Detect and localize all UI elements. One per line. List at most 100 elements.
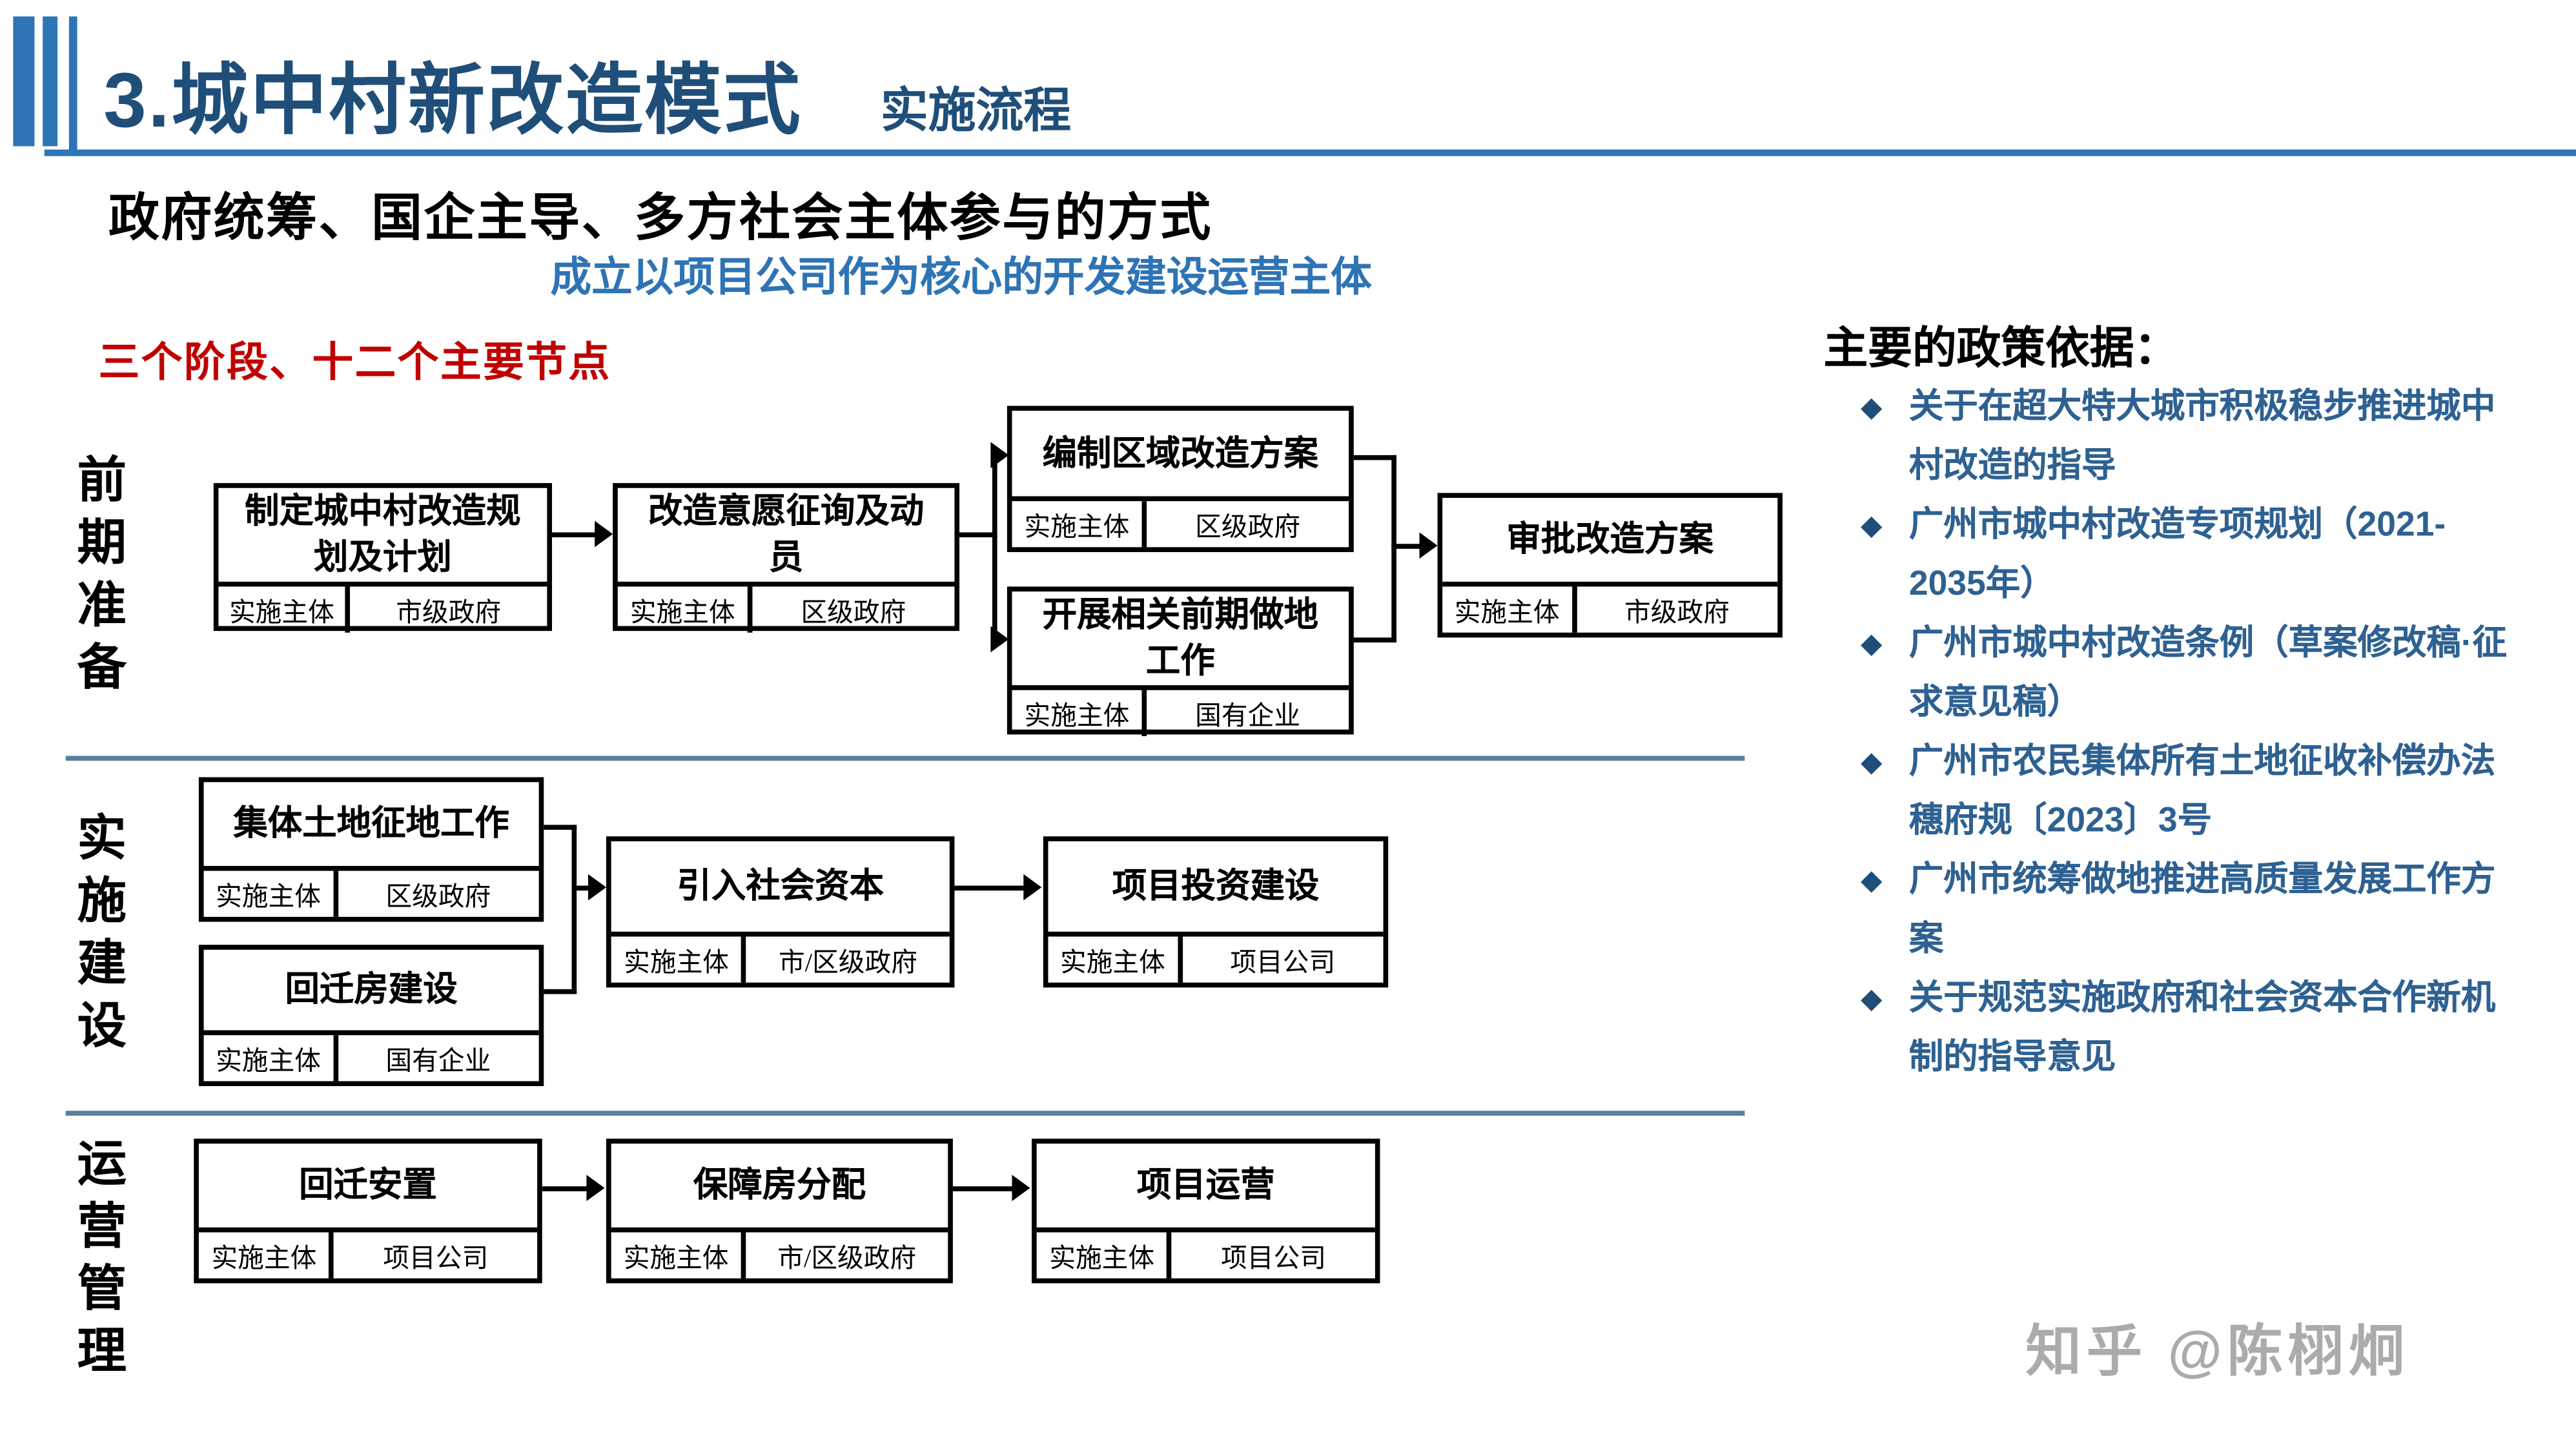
flow-box-plan: 制定城中村改造规划及计划 实施主体 市级政府 bbox=[213, 483, 552, 632]
flow-box-subrow: 实施主体 项目公司 bbox=[1036, 1227, 1375, 1279]
flow-box-resettlement-housing: 回迁房建设 实施主体 国有企业 bbox=[198, 945, 544, 1087]
arrowhead-icon bbox=[595, 520, 613, 548]
page-subtitle: 实施流程 bbox=[880, 85, 1072, 138]
policy-item-text: 广州市城中村改造条例（草案修改稿·征求意见稿） bbox=[1908, 624, 2508, 722]
policy-item-text: 关于规范实施政府和社会资本合作新机制的指导意见 bbox=[1908, 979, 2496, 1076]
policy-item-text: 广州市统筹做地推进高质量发展工作方案 bbox=[1908, 861, 2496, 958]
connector-line bbox=[551, 532, 598, 538]
implementer-label: 实施主体 bbox=[204, 1035, 338, 1082]
intro-subheading: 成立以项目公司作为核心的开发建设运营主体 bbox=[550, 254, 1372, 301]
connector-line bbox=[571, 825, 577, 994]
stage-separator-2 bbox=[65, 1111, 1745, 1116]
arrowhead-icon bbox=[1419, 532, 1438, 559]
connector-line bbox=[992, 453, 997, 642]
stage-separator-1 bbox=[65, 755, 1745, 761]
flow-box-subrow: 实施主体 区级政府 bbox=[203, 866, 539, 917]
flow-box-title: 编制区域改造方案 bbox=[1042, 433, 1319, 473]
flow-box-title: 引入社会资本 bbox=[677, 866, 884, 906]
policy-item: ◆ 关于规范实施政府和社会资本合作新机制的指导意见 bbox=[1860, 969, 2520, 1087]
diamond-bullet-icon: ◆ bbox=[1861, 394, 1882, 422]
implementer-label: 实施主体 bbox=[199, 1232, 334, 1279]
connector-line bbox=[1391, 544, 1422, 549]
arrowhead-icon bbox=[1023, 874, 1042, 901]
flow-box-subrow: 实施主体 市级政府 bbox=[1442, 581, 1778, 633]
policy-item-text: 关于在超大特大城市积极稳步推进城中村改造的指导 bbox=[1908, 387, 2496, 485]
header-underline bbox=[44, 149, 2576, 156]
implementer-label: 实施主体 bbox=[218, 586, 351, 632]
connector-line bbox=[542, 1186, 588, 1191]
stage-label-operation: 运营管理 bbox=[68, 1136, 123, 1387]
connector-line bbox=[1391, 455, 1396, 642]
implementer-value: 国有企业 bbox=[1195, 703, 1301, 731]
implementer-value: 区级政府 bbox=[1195, 514, 1301, 542]
implementer-value: 项目公司 bbox=[1230, 949, 1336, 978]
policy-list: ◆ 关于在超大特大城市积极稳步推进城中村改造的指导 ◆ 广州市城中村改造专项规划（2… bbox=[1860, 378, 2520, 1087]
header-accent-bar-2 bbox=[43, 16, 58, 147]
flow-box-title: 保障房分配 bbox=[693, 1165, 866, 1206]
flow-box-subrow: 实施主体 市级政府 bbox=[218, 581, 547, 632]
policy-item: ◆ 关于在超大特大城市积极稳步推进城中村改造的指导 bbox=[1860, 378, 2520, 496]
connector-line bbox=[544, 825, 577, 830]
connector-line bbox=[952, 1186, 1014, 1191]
flow-box-subrow: 实施主体 国有企业 bbox=[203, 1030, 539, 1082]
header-accent-bar-3 bbox=[68, 16, 77, 156]
flow-box-title: 项目投资建设 bbox=[1112, 866, 1320, 906]
flow-box-title: 项目运营 bbox=[1136, 1165, 1275, 1206]
implementer-label: 实施主体 bbox=[1442, 586, 1577, 633]
diamond-bullet-icon: ◆ bbox=[1861, 749, 1882, 777]
stage-label-construction: 实施建设 bbox=[68, 812, 123, 1062]
implementer-value: 项目公司 bbox=[383, 1245, 489, 1274]
flow-box-title: 集体土地征地工作 bbox=[233, 804, 509, 844]
connector-line bbox=[1353, 637, 1396, 642]
flow-box-subrow: 实施主体 市/区级政府 bbox=[611, 931, 950, 983]
stages-note: 三个阶段、十二个主要节点 bbox=[98, 340, 611, 386]
policy-item-text: 广州市城中村改造专项规划（2021-2035年） bbox=[1908, 506, 2446, 603]
implementer-label: 实施主体 bbox=[1037, 1232, 1172, 1279]
arrowhead-icon bbox=[586, 1175, 605, 1202]
implementer-label: 实施主体 bbox=[204, 870, 338, 917]
flow-box-title: 制定城中村改造规划及计划 bbox=[245, 491, 521, 578]
implementer-value: 市/区级政府 bbox=[779, 949, 917, 978]
implementer-value: 市级政府 bbox=[1624, 599, 1730, 628]
arrowhead-icon bbox=[1012, 1175, 1030, 1202]
flow-box-title: 回迁房建设 bbox=[285, 970, 458, 1010]
policy-item-text: 广州市农民集体所有土地征收补偿办法 穗府规〔2023〕3号 bbox=[1908, 743, 2496, 840]
stage-label-preparation: 前期准备 bbox=[68, 453, 123, 704]
implementer-label: 实施主体 bbox=[611, 936, 747, 983]
flow-box-subrow: 实施主体 项目公司 bbox=[198, 1227, 538, 1279]
flow-box-title: 回迁安置 bbox=[299, 1165, 437, 1206]
implementer-value: 国有企业 bbox=[385, 1048, 491, 1076]
policy-item: ◆ 广州市城中村改造条例（草案修改稿·征求意见稿） bbox=[1860, 615, 2520, 733]
flow-box-title: 改造意愿征询及动员 bbox=[648, 491, 925, 578]
flow-box-relocation: 回迁安置 实施主体 项目公司 bbox=[194, 1138, 542, 1284]
diamond-bullet-icon: ◆ bbox=[1861, 985, 1882, 1014]
policy-panel-title: 主要的政策依据： bbox=[1823, 324, 2179, 373]
diamond-bullet-icon: ◆ bbox=[1861, 867, 1882, 896]
flow-box-subrow: 实施主体 市/区级政府 bbox=[611, 1227, 948, 1279]
flow-box-social-capital: 引入社会资本 实施主体 市/区级政府 bbox=[606, 836, 955, 988]
arrowhead-icon bbox=[990, 442, 1009, 469]
diamond-bullet-icon: ◆ bbox=[1861, 631, 1882, 659]
flow-box-project-operation: 项目运营 实施主体 项目公司 bbox=[1032, 1138, 1380, 1284]
flow-box-subrow: 实施主体 项目公司 bbox=[1048, 931, 1384, 983]
implementer-label: 实施主体 bbox=[1048, 936, 1183, 983]
implementer-value: 区级政府 bbox=[801, 599, 906, 628]
implementer-label: 实施主体 bbox=[618, 586, 753, 632]
connector-line bbox=[954, 885, 1025, 891]
implementer-value: 区级政府 bbox=[385, 884, 491, 912]
connector-line bbox=[544, 989, 577, 994]
flow-box-scheme-compile: 编制区域改造方案 实施主体 区级政府 bbox=[1007, 406, 1354, 552]
connector-line bbox=[571, 885, 590, 891]
implementer-value: 市级政府 bbox=[396, 599, 502, 628]
flow-box-subrow: 实施主体 区级政府 bbox=[1012, 496, 1349, 548]
flow-box-title: 审批改造方案 bbox=[1506, 519, 1714, 560]
intro-heading: 政府统筹、国企主导、多方社会主体参与的方式 bbox=[108, 189, 1212, 247]
implementer-value: 项目公司 bbox=[1221, 1245, 1327, 1274]
flow-box-subrow: 实施主体 区级政府 bbox=[617, 581, 955, 632]
connector-line bbox=[1353, 455, 1396, 460]
flow-box-title: 开展相关前期做地工作 bbox=[1042, 595, 1319, 681]
flow-box-collective-land: 集体土地征地工作 实施主体 区级政府 bbox=[198, 777, 544, 922]
watermark: 知乎 @陈栩炯 bbox=[2025, 1321, 2409, 1384]
